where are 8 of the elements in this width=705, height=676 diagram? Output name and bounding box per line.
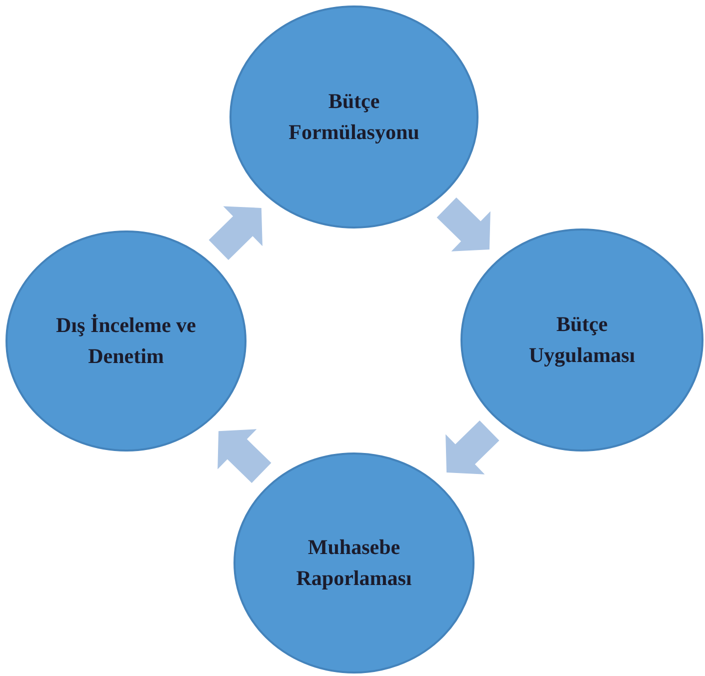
block-arrow: [436, 198, 490, 252]
step-label: Muhasebe Raporlaması: [295, 534, 413, 592]
block-arrow: [446, 420, 500, 474]
block-arrow: [208, 206, 262, 260]
block-arrow: [218, 429, 272, 483]
step-label: Dış İnceleme ve Denetim: [55, 312, 197, 370]
step-label: Bütçe Uygulaması: [528, 311, 636, 369]
step-label: Bütçe Formülasyonu: [288, 88, 420, 146]
